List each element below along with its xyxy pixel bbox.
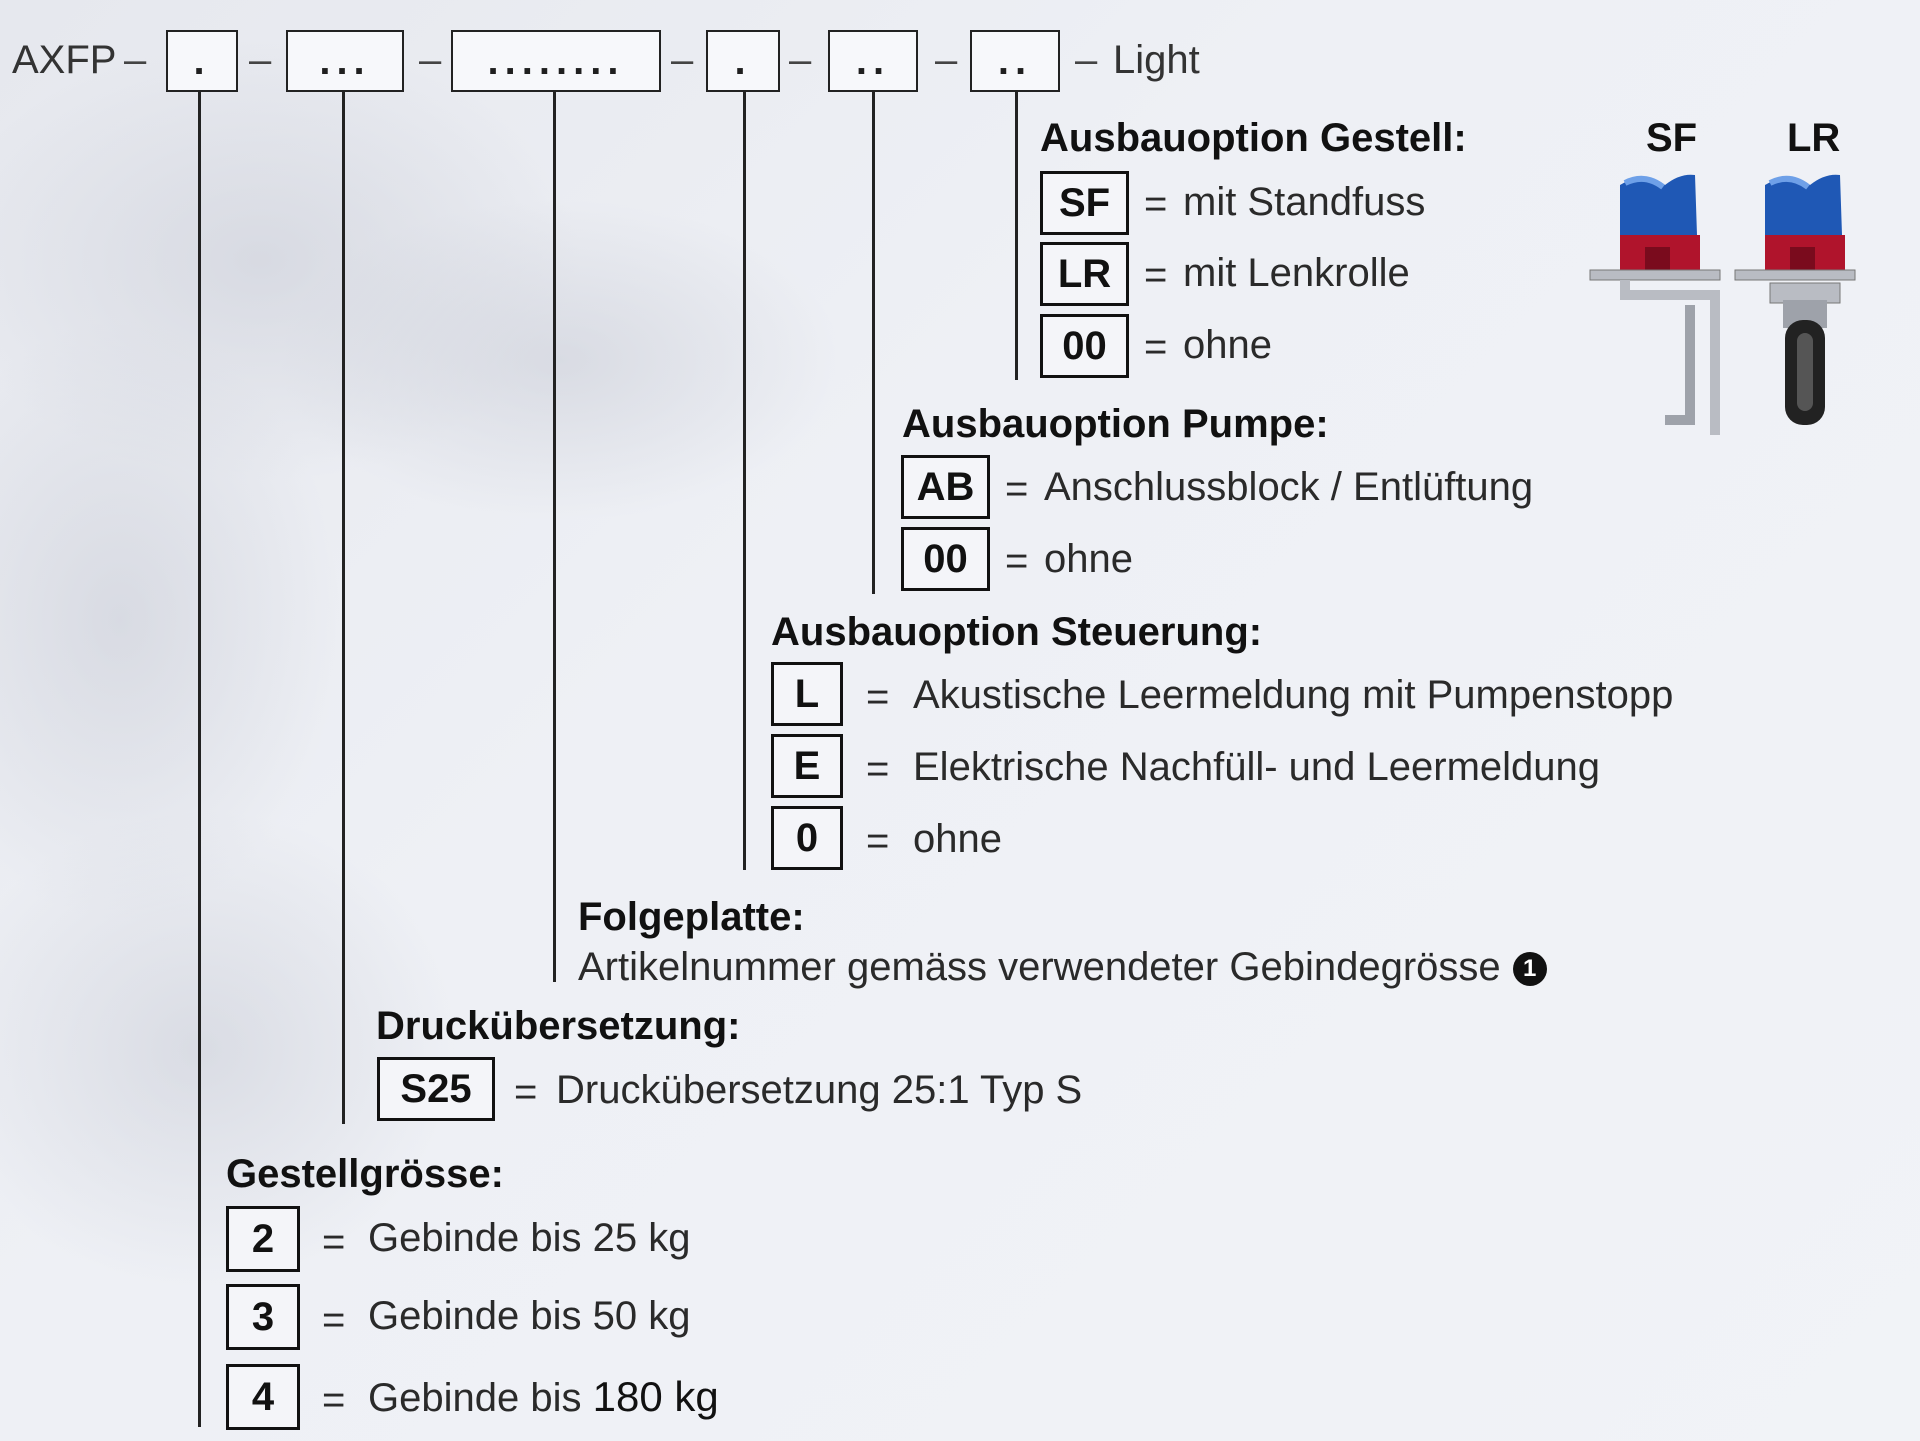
option-desc-gestell-00: ohne xyxy=(1183,323,1272,367)
code-slot-2: ... xyxy=(286,30,404,92)
option-code-4: 4 xyxy=(226,1364,300,1430)
option-code-s25: S25 xyxy=(377,1057,495,1121)
illustration-label-sf: SF xyxy=(1646,116,1698,160)
equals-sign: = xyxy=(1144,325,1168,369)
option-code-steuerung-0: 0 xyxy=(771,806,843,870)
heading-druck: Druckübersetzung: xyxy=(376,1004,741,1048)
option-desc-pumpe-00: ohne xyxy=(1044,537,1133,581)
heading-gestellgroesse: Gestellgrösse: xyxy=(226,1152,504,1196)
equals-sign: = xyxy=(1144,253,1168,297)
code-slot-3: ........ xyxy=(451,30,661,92)
code-sep-4: – xyxy=(671,38,694,82)
equals-sign: = xyxy=(514,1070,538,1114)
option-desc-sf: mit Standfuss xyxy=(1183,180,1426,224)
connector-folgeplatte xyxy=(553,92,556,982)
option-code-3: 3 xyxy=(226,1284,300,1350)
equals-sign: = xyxy=(1005,539,1029,583)
option-code-ab: AB xyxy=(901,455,990,519)
equals-sign: = xyxy=(322,1220,346,1264)
footnote-1-icon: 1 xyxy=(1512,952,1547,987)
option-desc-e: Elektrische Nachfüll- und Leermeldung xyxy=(913,745,1601,789)
connector-gestellgroesse xyxy=(198,92,201,1427)
connector-pumpe xyxy=(872,92,875,594)
heading-steuerung: Ausbauoption Steuerung: xyxy=(771,610,1263,654)
equals-sign: = xyxy=(322,1378,346,1422)
option-code-e: E xyxy=(771,734,843,798)
option-desc-4-b: 180 kg xyxy=(592,1373,719,1420)
code-sep-5: – xyxy=(789,38,812,82)
option-code-pumpe-00: 00 xyxy=(901,527,990,591)
option-desc-s25: Druckübersetzung 25:1 Typ S xyxy=(556,1068,1083,1112)
heading-pumpe: Ausbauoption Pumpe: xyxy=(902,402,1329,446)
option-desc-steuerung-0: ohne xyxy=(913,817,1002,861)
option-desc-l: Akustische Leermeldung mit Pumpenstopp xyxy=(913,673,1674,717)
connector-steuerung xyxy=(743,92,746,870)
code-slot-5: .. xyxy=(828,30,918,92)
option-desc-4: Gebinde bis 180 kg xyxy=(368,1373,719,1420)
option-code-gestell-00: 00 xyxy=(1040,314,1129,378)
lenkrolle-illustration xyxy=(1734,174,1856,425)
option-code-l: L xyxy=(771,662,843,726)
code-sep-6: – xyxy=(935,38,958,82)
code-slot-6: .. xyxy=(970,30,1060,92)
folgeplatte-text-body: Artikelnummer gemäss verwendeter Gebinde… xyxy=(578,945,1501,989)
option-desc-2: Gebinde bis 25 kg xyxy=(368,1216,691,1260)
equals-sign: = xyxy=(1005,467,1029,511)
folgeplatte-text: Artikelnummer gemäss verwendeter Gebinde… xyxy=(578,947,1547,987)
heading-folgeplatte: Folgeplatte: xyxy=(578,895,805,939)
illustration-label-lr: LR xyxy=(1787,116,1841,160)
equals-sign: = xyxy=(866,819,890,863)
option-desc-lr: mit Lenkrolle xyxy=(1183,251,1410,295)
connector-gestell xyxy=(1015,92,1018,380)
equals-sign: = xyxy=(322,1298,346,1342)
option-code-sf: SF xyxy=(1040,171,1129,235)
option-desc-4-a: Gebinde bis xyxy=(368,1376,582,1420)
equals-sign: = xyxy=(866,675,890,719)
code-sep-1: – xyxy=(124,38,147,82)
option-desc-ab: Anschlussblock / Entlüftung xyxy=(1044,465,1534,509)
code-sep-2: – xyxy=(249,38,272,82)
code-sep-3: – xyxy=(419,38,442,82)
code-slot-4: . xyxy=(706,30,780,92)
equals-sign: = xyxy=(866,747,890,791)
standfuss-illustration xyxy=(1589,174,1721,435)
heading-gestell: Ausbauoption Gestell: xyxy=(1040,116,1467,160)
code-suffix: Light xyxy=(1113,38,1200,82)
connector-druck xyxy=(342,92,345,1124)
frame-options-illustration xyxy=(1589,174,1856,435)
code-sep-7: – xyxy=(1075,38,1098,82)
option-code-2: 2 xyxy=(226,1206,300,1272)
option-desc-3: Gebinde bis 50 kg xyxy=(368,1294,691,1338)
code-prefix: AXFP xyxy=(12,38,117,82)
equals-sign: = xyxy=(1144,182,1168,226)
code-slot-1: . xyxy=(166,30,238,92)
option-code-lr: LR xyxy=(1040,242,1129,306)
